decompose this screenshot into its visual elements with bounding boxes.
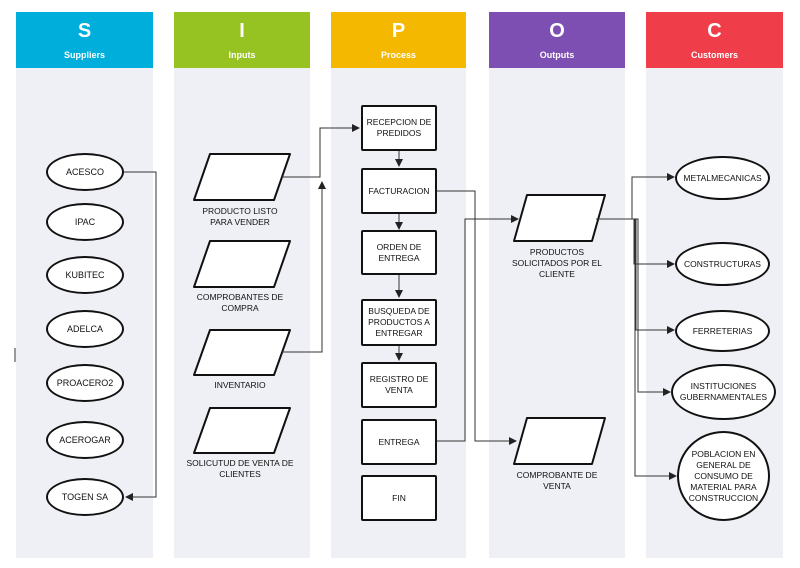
supplier-adelca: ADELCA — [46, 310, 124, 348]
input-label-solicitud-venta: SOLICUTUD DE VENTA DE CLIENTES — [186, 458, 294, 479]
customer-constructuras: CONSTRUCTURAS — [675, 242, 770, 286]
output-label-productos: PRODUCTOS SOLICITADOS POR EL CLIENTE — [511, 246, 603, 279]
connector-to-poblacion — [596, 218, 677, 480]
connector-to-metalmecanicas — [596, 173, 675, 220]
header-customers: C Customers — [646, 12, 783, 68]
customer-metalmecanicas: METALMECANICAS — [675, 156, 770, 200]
process-registro-venta: REGISTRO DE VENTA — [361, 362, 437, 408]
output-label-comprobante: COMPROBANTE DE VENTA — [516, 470, 598, 491]
connector-producto-recepcion — [282, 124, 360, 178]
supplier-proacero2: PROACERO2 — [46, 364, 124, 402]
header-letter-i: I — [239, 20, 245, 42]
supplier-ipac: IPAC — [46, 203, 124, 241]
connector-acesco-togen — [124, 171, 157, 501]
column-outputs: O Outputs — [489, 12, 625, 558]
supplier-acesco: ACESCO — [46, 153, 124, 191]
supplier-kubitec: KUBITEC — [46, 256, 124, 294]
header-suppliers: S Suppliers — [16, 12, 153, 68]
header-title-inputs: Inputs — [228, 50, 256, 60]
header-letter-c: C — [707, 20, 722, 42]
connector-inventario — [282, 181, 326, 353]
process-entrega: ENTREGA — [361, 419, 437, 465]
output-shape-1 — [513, 194, 606, 242]
header-process: P Process — [331, 12, 466, 68]
process-orden-entrega: ORDEN DE ENTREGA — [361, 230, 437, 275]
process-fin: FIN — [361, 475, 437, 521]
customer-poblacion: POBLACION EN GENERAL DE CONSUMO DE MATER… — [677, 431, 770, 521]
customer-ferreterias: FERRETERIAS — [675, 310, 770, 352]
input-shape-3 — [193, 329, 291, 376]
header-title-process: Process — [380, 50, 417, 60]
supplier-acerogar: ACEROGAR — [46, 421, 124, 459]
customer-instituciones: INSTITUCIONES GUBERNAMENTALES — [671, 364, 776, 420]
header-letter-p: P — [391, 20, 406, 42]
input-shape-2 — [193, 240, 291, 288]
header-title-outputs: Outputs — [539, 50, 575, 60]
input-label-comprobantes-compra: COMPROBANTES DE COMPRA — [196, 292, 284, 313]
connector-entrega-productos — [437, 215, 519, 442]
input-shape-1 — [193, 153, 291, 201]
supplier-togen-sa: TOGEN SA — [46, 478, 124, 516]
connector-to-instituciones — [596, 218, 671, 396]
process-busqueda: BUSQUEDA DE PRODUCTOS A ENTREGAR — [361, 299, 437, 346]
header-title-suppliers: Suppliers — [63, 50, 105, 60]
header-title-customers: Customers — [690, 50, 738, 60]
connector-facturacion-comprobante — [437, 190, 517, 445]
process-facturacion: FACTURACION — [361, 168, 437, 214]
process-recepcion: RECEPCION DE PREDIDOS — [361, 105, 437, 151]
input-label-inventario: INVENTARIO — [214, 379, 266, 390]
header-outputs: O Outputs — [489, 12, 625, 68]
input-label-producto-listo: PRODUCTO LISTO PARA VENDER — [202, 206, 278, 227]
input-shape-4 — [193, 407, 291, 454]
column-suppliers: S Suppliers — [16, 12, 153, 558]
output-shape-2 — [513, 417, 606, 465]
header-inputs: I Inputs — [174, 12, 310, 68]
header-letter-o: O — [549, 20, 565, 42]
header-letter-s: S — [77, 20, 92, 42]
